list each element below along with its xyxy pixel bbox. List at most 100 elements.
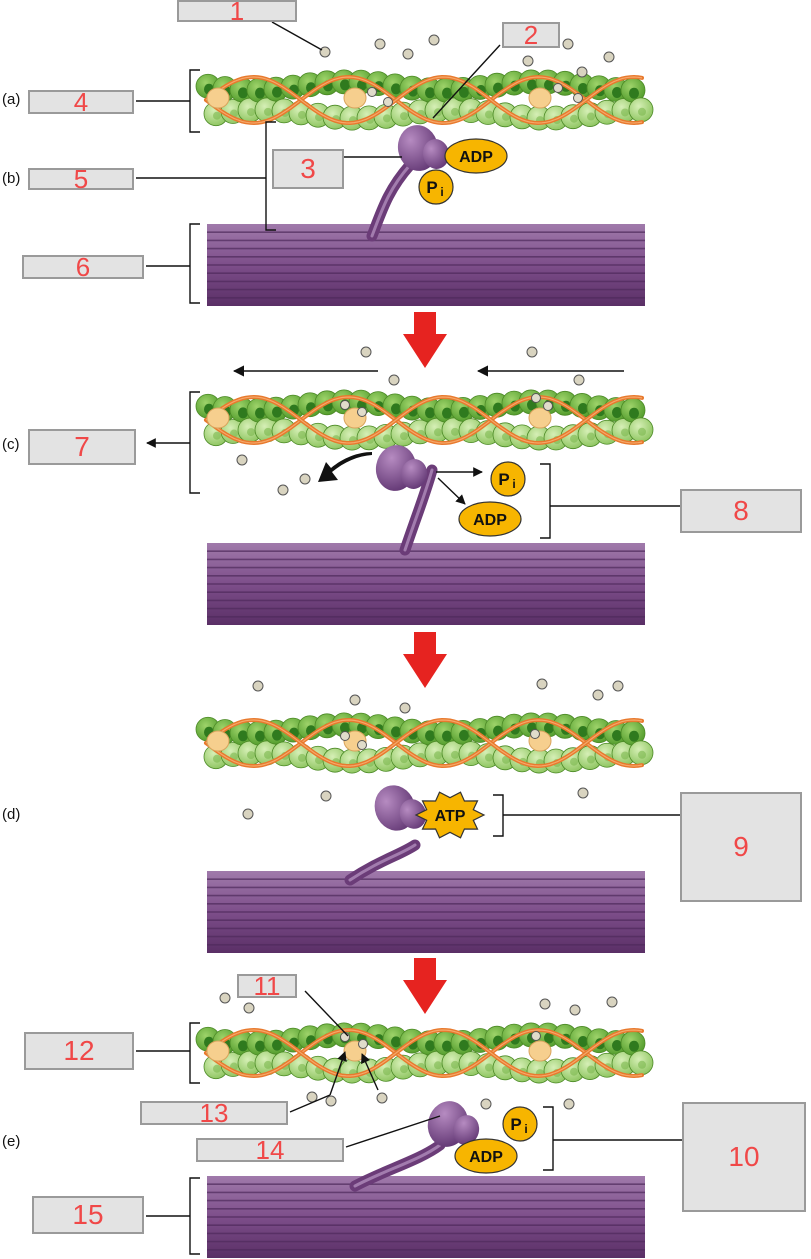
label-box-2[interactable]: 2 — [502, 22, 560, 48]
bound-calcium-ion — [357, 740, 367, 750]
tropomyosin-highlight — [205, 76, 643, 124]
myosin-cross-bridge — [344, 785, 427, 886]
calcium-ion — [236, 454, 248, 466]
thick-filament — [207, 224, 645, 306]
bound-calcium-ion — [340, 731, 350, 741]
myosin-head-lobe — [399, 799, 427, 829]
actin-bead-core — [570, 434, 578, 443]
label-box-4[interactable]: 4 — [28, 89, 134, 115]
actin-binding-site — [629, 1040, 639, 1052]
actin-bead-core — [485, 1063, 493, 1072]
actin-bead-core — [451, 1060, 459, 1069]
label-box-5[interactable]: 5 — [28, 166, 134, 192]
label-box-7[interactable]: 7 — [28, 429, 136, 465]
actin-bead-core — [587, 112, 595, 121]
actin-bead-core — [400, 432, 408, 441]
step-arrow — [403, 312, 447, 368]
leader-line — [289, 1094, 331, 1113]
phosphate-subscript: i — [440, 185, 443, 199]
label-box-9[interactable]: 9 — [680, 792, 802, 902]
phosphate-shape — [490, 461, 526, 497]
label-box-12[interactable]: 12 — [24, 1032, 134, 1070]
actin-bead-core — [264, 107, 272, 116]
label-box-10[interactable]: 10 — [682, 1102, 806, 1212]
actin-bead-core — [247, 1061, 255, 1070]
actin-bead-core — [383, 434, 391, 443]
actin-bead-core — [400, 755, 408, 764]
atp-text: ATP — [435, 808, 466, 825]
bound-calcium-ion — [573, 93, 583, 103]
actin-bead-core — [502, 755, 510, 764]
actin-bead-core — [638, 427, 646, 436]
label-box-1[interactable]: 1 — [177, 0, 297, 24]
label-box-13[interactable]: 13 — [140, 1100, 288, 1126]
troponin-complex — [206, 87, 230, 109]
actin-bead-core — [638, 1060, 646, 1069]
label-box-15[interactable]: 15 — [32, 1196, 144, 1234]
bound-calcium-ion — [358, 1039, 368, 1049]
thin-filament — [195, 1022, 654, 1084]
panel-letter-b: (b) — [2, 170, 21, 187]
actin-binding-site — [272, 1039, 282, 1051]
actin-binding-site — [612, 730, 622, 742]
actin-bead-core — [485, 753, 493, 762]
actin-binding-site — [255, 730, 265, 742]
myosin-head-lobe — [422, 139, 450, 169]
label-box-11[interactable]: 11 — [237, 973, 297, 999]
tropomyosin-highlight — [205, 1029, 643, 1077]
troponin-complex — [206, 1040, 230, 1062]
troponin-complex — [343, 87, 367, 109]
myosin-neck-highlight — [353, 1143, 442, 1188]
actin-binding-site — [391, 1036, 401, 1048]
myosin-head-lobe — [452, 1115, 480, 1145]
actin-binding-site — [238, 1040, 248, 1052]
actin-bead-core — [638, 750, 646, 759]
calcium-ion — [277, 484, 289, 496]
actin-binding-site — [255, 87, 265, 99]
adp-molecule: ADP — [458, 501, 522, 537]
label-box-8[interactable]: 8 — [680, 489, 802, 533]
actin-bead-core — [264, 427, 272, 436]
actin-bead-core — [213, 754, 221, 763]
calcium-ion — [374, 38, 386, 50]
panel-letter-a: (a) — [2, 91, 21, 108]
tropomyosin-highlight — [205, 1029, 643, 1077]
myosin-cross-bridge — [349, 1101, 480, 1192]
actin-binding-site — [544, 1032, 554, 1044]
actin-binding-site — [459, 729, 469, 741]
calcium-ion — [219, 992, 231, 1004]
phosphate-shape — [502, 1106, 538, 1142]
calcium-ion — [563, 1098, 575, 1110]
actin-binding-site — [272, 406, 282, 418]
troponin-complex — [206, 407, 230, 429]
actin-bead-core — [247, 108, 255, 117]
calcium-ion — [399, 702, 411, 714]
label-box-3[interactable]: 3 — [272, 149, 344, 189]
actin-binding-site — [238, 730, 248, 742]
actin-binding-site — [629, 407, 639, 419]
myosin-neck-highlight — [348, 843, 417, 882]
actin-binding-site — [544, 79, 554, 91]
bracket-b — [265, 121, 276, 231]
myosin-head-lobe — [400, 459, 428, 489]
adp-molecule: ADP — [444, 138, 508, 174]
phosphate-shape — [418, 169, 454, 205]
step-arrow — [403, 958, 447, 1014]
adp-text: ADP — [469, 1149, 503, 1166]
actin-bead-core — [621, 428, 629, 437]
bracket-15 — [189, 1177, 200, 1255]
actin-bead-core — [502, 432, 510, 441]
actin-bead-core — [383, 757, 391, 766]
actin-binding-site — [255, 407, 265, 419]
label-box-6[interactable]: 6 — [22, 254, 144, 280]
calcium-ion — [522, 55, 534, 67]
thick-filament — [207, 1176, 645, 1258]
label-box-14[interactable]: 14 — [196, 1137, 344, 1163]
step-arrow — [403, 632, 447, 688]
bound-calcium-ion — [340, 400, 350, 410]
calcium-ion — [526, 346, 538, 358]
bracket-12 — [189, 1022, 200, 1084]
actin-bead-core — [587, 1065, 595, 1074]
actin-binding-site — [425, 407, 435, 419]
